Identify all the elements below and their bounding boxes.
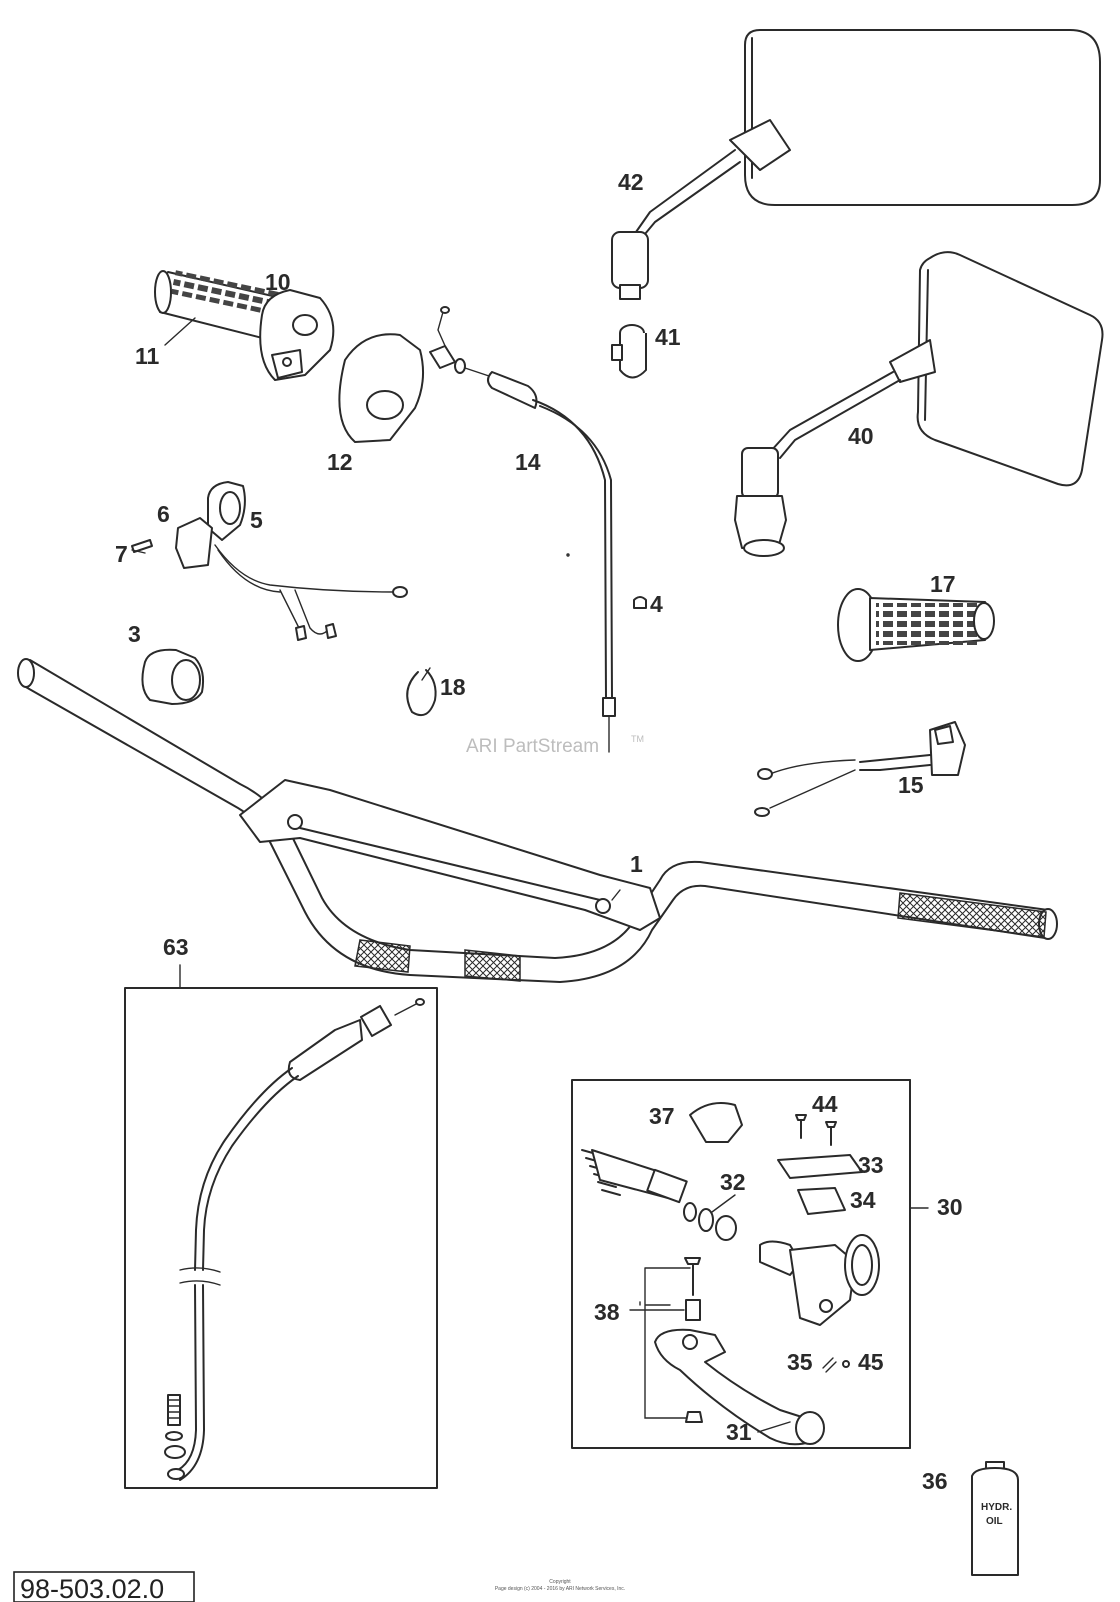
kill-switch: [131, 481, 408, 641]
handlebar: [17, 658, 1058, 983]
cable-tie: [406, 667, 437, 716]
cable-kit-box: [124, 964, 438, 1489]
label-part-1: 1: [630, 851, 643, 877]
diagram-code: 98-503.02.0: [20, 1574, 164, 1602]
label-part-18: 18: [440, 674, 466, 700]
mirror-upper: [611, 29, 1101, 300]
left-grip: [837, 588, 995, 662]
watermark-text: ARI PartStream: [466, 736, 599, 757]
label-part-6: 6: [157, 501, 170, 527]
label-part-11: 11: [135, 343, 160, 369]
leader-lines: [131, 317, 791, 1433]
oil-label-line1: HYDR.: [981, 1502, 1012, 1513]
copyright-title: Copyright: [549, 1579, 571, 1585]
label-part-42: 42: [618, 169, 644, 195]
label-part-37: 37: [649, 1103, 675, 1129]
label-part-12: 12: [327, 449, 353, 475]
label-part-32: 32: [720, 1169, 746, 1195]
mirror-lower: [734, 251, 1104, 557]
label-part-45: 45: [858, 1349, 884, 1375]
switch-assembly: [754, 721, 966, 817]
watermark-tm: TM: [631, 734, 644, 744]
label-part-31: 31: [726, 1419, 752, 1445]
label-part-36: 36: [922, 1468, 948, 1494]
mirror-clamp: [611, 324, 647, 379]
cable-nipple: [633, 596, 647, 609]
label-part-44: 44: [812, 1091, 838, 1117]
label-part-41: 41: [655, 324, 681, 350]
throttle-cable: [429, 306, 616, 753]
label-part-38: 38: [594, 1299, 620, 1325]
label-part-17: 17: [930, 571, 956, 597]
oil-label-line2: OIL: [986, 1516, 1003, 1527]
label-part-33: 33: [858, 1152, 884, 1178]
part-labels: 1 3 4 5 6 7 10 11 12 14 15 17 18 30 31 3…: [115, 169, 963, 1494]
label-part-4: 4: [650, 591, 663, 617]
throttle-cover: [338, 333, 425, 443]
label-part-63: 63: [163, 934, 189, 960]
copyright-line: Page design (c) 2004 - 2016 by ARI Netwo…: [495, 1586, 625, 1592]
throttle-grip: [154, 270, 335, 381]
label-part-15: 15: [898, 772, 924, 798]
hydraulic-oil-bottle: HYDR. OIL: [971, 1461, 1019, 1576]
label-part-40: 40: [848, 423, 874, 449]
bar-pad: [141, 648, 205, 705]
diagram-code-box: [13, 1571, 195, 1602]
label-part-34: 34: [850, 1187, 876, 1213]
label-part-3: 3: [128, 621, 141, 647]
label-part-14: 14: [515, 449, 541, 475]
master-cylinder-box: [571, 1079, 929, 1449]
label-part-7: 7: [115, 541, 128, 567]
label-part-35: 35: [787, 1349, 813, 1375]
label-part-5: 5: [250, 507, 263, 533]
label-part-30: 30: [937, 1194, 963, 1220]
label-part-10: 10: [265, 269, 291, 295]
